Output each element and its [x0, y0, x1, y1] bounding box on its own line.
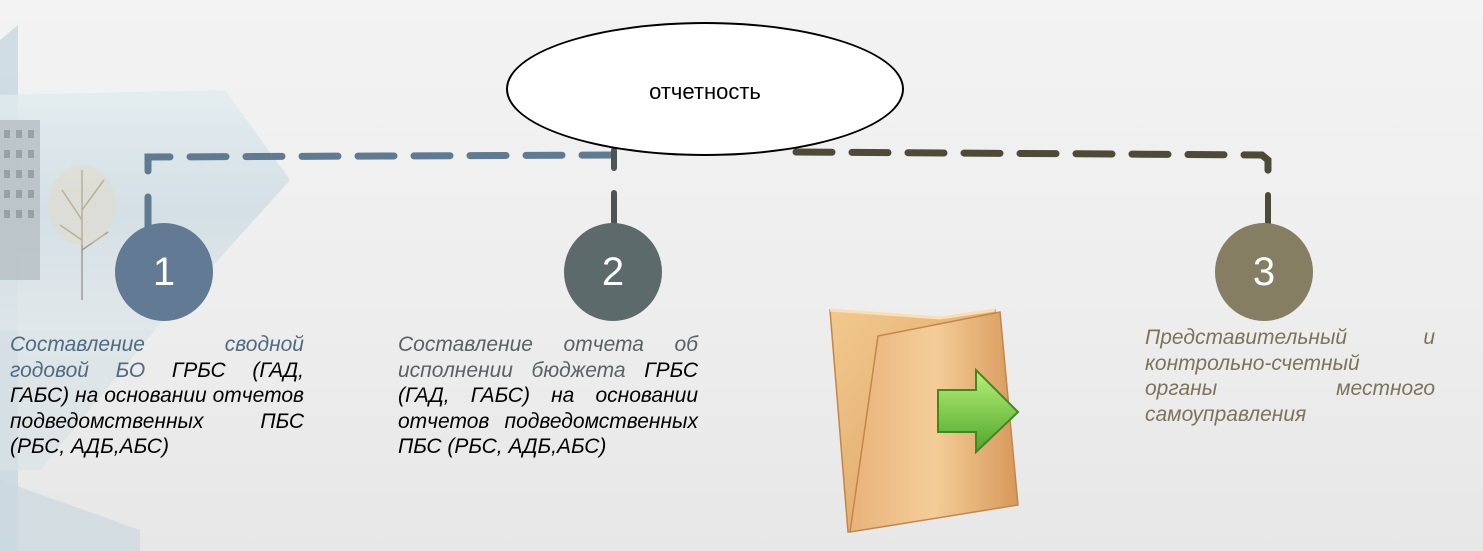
step-1-highlight: Составление сводной годовой БО: [10, 333, 304, 382]
step-1-rest: ГРБС (ГАД, ГАБС) на основании отчетов по…: [10, 358, 304, 459]
folder-arrow-icon: [829, 308, 1020, 533]
step-3-circle: 3: [1215, 223, 1313, 321]
step-2-highlight: Составление отчета об исполнении бюджета: [398, 333, 698, 382]
step-1-description: Составление сводной годовой БО ГРБС (ГАД…: [10, 332, 304, 460]
step-2-rest: ГРБС (ГАД, ГАБС) на основании отчетов по…: [398, 358, 698, 459]
step-2-circle: 2: [564, 223, 662, 321]
step-2-description: Составление отчета об исполнении бюджета…: [398, 332, 698, 460]
step-1-circle: 1: [115, 223, 213, 321]
step-3-description: Представительный и контрольно-счетный ор…: [1145, 326, 1435, 426]
report-title: отчетность: [649, 79, 761, 104]
report-ellipse: отчетность: [506, 22, 904, 156]
